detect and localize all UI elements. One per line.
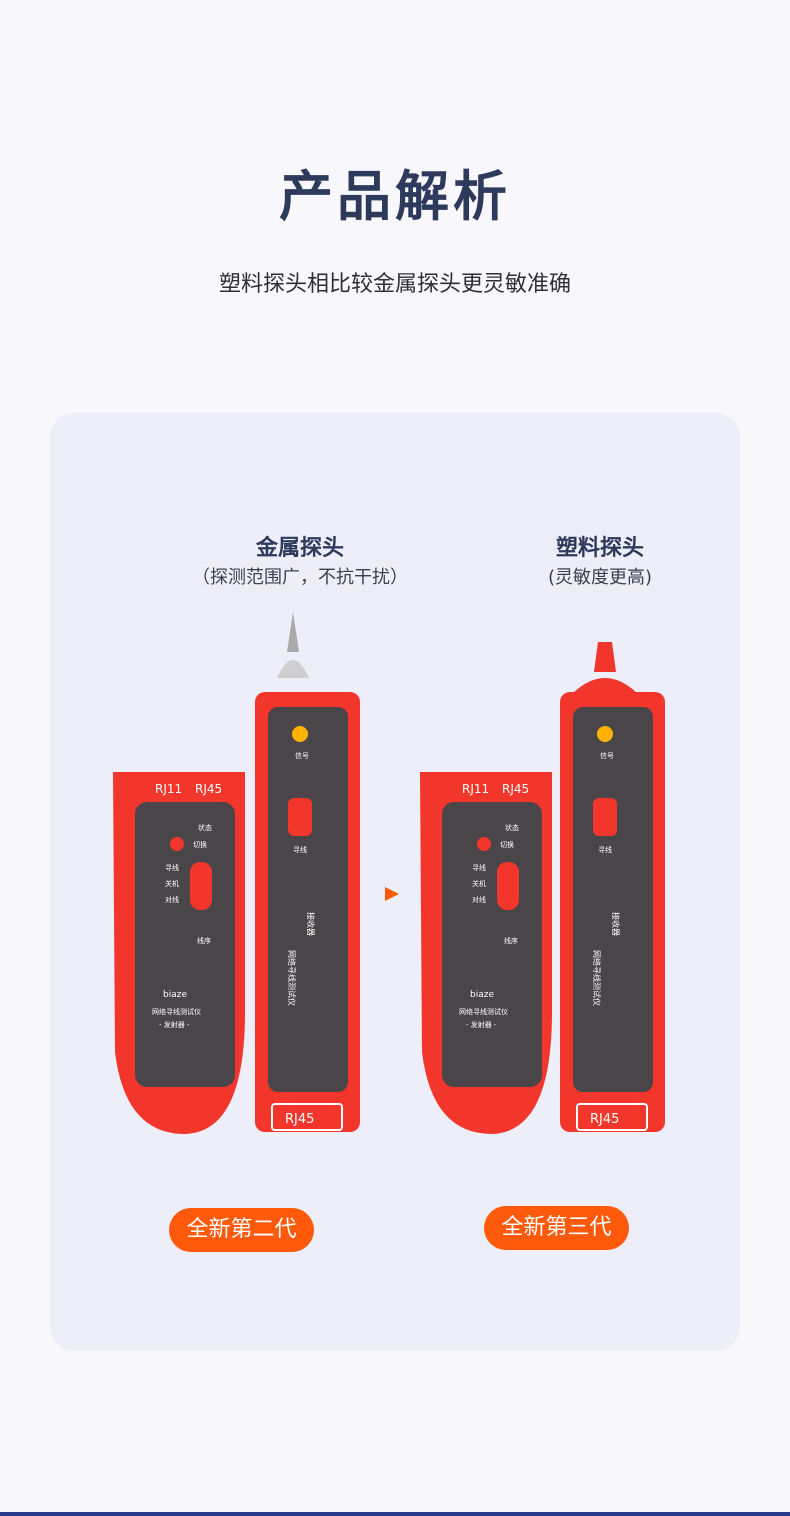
off-mode-label: 关机: [165, 879, 179, 888]
transmitter-label: - 发射器 -: [466, 1020, 497, 1029]
rj45-port-label: RJ45: [590, 1112, 619, 1127]
find-mode-label: 寻线: [472, 863, 486, 872]
right-note: (灵敏度更高): [547, 567, 653, 588]
plastic-probe-base: [572, 678, 638, 694]
receiver-product-label: 网络寻线测试仪: [592, 950, 602, 1006]
receiver-face: [573, 707, 653, 1092]
transmitter-face: [442, 802, 542, 1087]
off-mode-label: 关机: [472, 879, 486, 888]
left-heading: 金属探头: [255, 536, 344, 561]
right-heading: 塑料探头: [555, 536, 644, 561]
right-badge: 全新第三代: [484, 1206, 629, 1250]
metal-probe-tip: [287, 612, 299, 652]
power-slider[interactable]: [497, 862, 519, 910]
receiver-label: 接收器: [611, 912, 621, 936]
port-rj11-label: RJ11: [155, 782, 182, 796]
switch-label: 切换: [193, 840, 207, 849]
find-button[interactable]: [593, 798, 617, 836]
receiver-product-label: 网络寻线测试仪: [287, 950, 297, 1006]
left-note: （探测范围广，不抗干扰）: [192, 567, 408, 588]
product-name-label: 网络寻线测试仪: [152, 1007, 201, 1016]
receiver-label: 接收器: [306, 912, 316, 936]
bottom-divider: [0, 1512, 790, 1516]
find-button[interactable]: [288, 798, 312, 836]
switch-button[interactable]: [170, 837, 184, 851]
switch-label: 切换: [500, 840, 514, 849]
find-button-label: 寻线: [293, 845, 307, 854]
find-mode-label: 寻线: [165, 863, 179, 872]
rj45-port-label: RJ45: [285, 1112, 314, 1127]
arrow-right-icon: [385, 887, 399, 901]
transmitter-label: - 发射器 -: [159, 1020, 190, 1029]
transmitter-face: [135, 802, 235, 1087]
left-badge: 全新第二代: [169, 1208, 314, 1252]
device-illustration-plastic: RJ11 RJ45 状态 切换 寻线 关机 对线 线序 biaze 网络寻线测试…: [420, 642, 665, 1134]
sequence-label: 线序: [197, 936, 211, 945]
page-subtitle: 塑料探头相比较金属探头更灵敏准确: [218, 272, 571, 297]
brand-label: biaze: [470, 990, 494, 1000]
signal-led: [597, 726, 613, 742]
sequence-label: 线序: [504, 936, 518, 945]
port-rj11-label: RJ11: [462, 782, 489, 796]
port-rj45-label: RJ45: [195, 782, 222, 796]
power-slider[interactable]: [190, 862, 212, 910]
find-button-label: 寻线: [598, 845, 612, 854]
port-rj45-label: RJ45: [502, 782, 529, 796]
status-label: 状态: [198, 823, 212, 832]
plastic-probe-tip: [594, 642, 616, 672]
status-label: 状态: [505, 823, 519, 832]
brand-label: biaze: [163, 990, 187, 1000]
rj45-port: [576, 1103, 648, 1131]
signal-label: 信号: [600, 751, 614, 760]
device-illustration-metal: RJ11 RJ45 状态 切换 寻线 关机 对线 线序 biaze 网络寻线测试…: [113, 612, 360, 1134]
page-title: 产品解析: [279, 165, 511, 228]
match-mode-label: 对线: [472, 895, 486, 904]
switch-button[interactable]: [477, 837, 491, 851]
match-mode-label: 对线: [165, 895, 179, 904]
metal-probe-cone: [277, 660, 309, 678]
rj45-port: [271, 1103, 343, 1131]
receiver-face: [268, 707, 348, 1092]
signal-label: 信号: [295, 751, 309, 760]
signal-led: [292, 726, 308, 742]
product-name-label: 网络寻线测试仪: [459, 1007, 508, 1016]
